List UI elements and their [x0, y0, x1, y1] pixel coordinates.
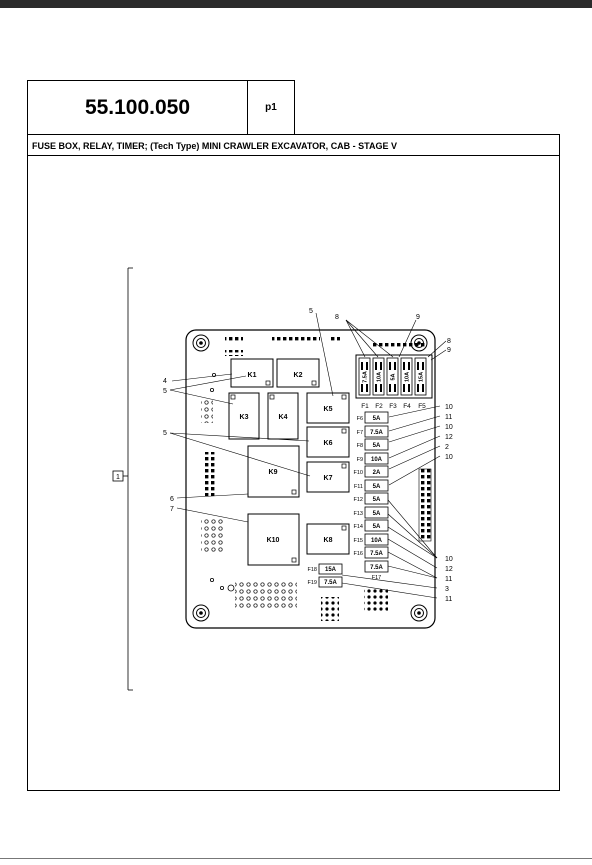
fuse-f17-rating: 7.5A — [370, 565, 383, 571]
relay-k2: K2 — [276, 358, 320, 388]
fuse-f10-rating: 2A — [373, 470, 381, 476]
fuse-f11-label: F11 — [354, 484, 363, 490]
callout-right-4: 12 — [445, 434, 453, 441]
relay-k9: K9 — [247, 445, 300, 498]
fuse-f5-rating: 15A — [419, 372, 425, 382]
callout-right-11: 11 — [445, 596, 452, 603]
svg-text:K2: K2 — [294, 372, 303, 379]
fuse-f4-label: F4 — [403, 403, 411, 410]
relay-k5: K5 — [306, 392, 350, 424]
relay-k1: K1 — [230, 358, 274, 388]
svg-text:K6: K6 — [324, 440, 333, 447]
item-marker-label: 1 — [116, 474, 120, 481]
fuse-f6-rating: 5A — [373, 416, 381, 422]
fuse-f8-label: F8 — [357, 443, 363, 449]
svg-text:K4: K4 — [279, 414, 288, 421]
callout-9-top: 9 — [416, 314, 420, 321]
fuse-f14-rating: 5A — [373, 524, 381, 530]
diagram-frame — [27, 155, 560, 791]
fuse-f2-rating: 10A — [377, 372, 383, 382]
svg-text:K1: K1 — [248, 372, 257, 379]
fuse-f1-label: F1 — [361, 403, 369, 410]
fuse-f11-rating: 5A — [373, 484, 381, 490]
fuse-f19-rating: 7.5A — [324, 580, 337, 586]
callout-right-10: 3 — [445, 586, 449, 593]
callout-right-6: 10 — [445, 454, 453, 461]
fuse-f13-label: F13 — [354, 511, 363, 517]
callout-9-right: 9 — [447, 347, 451, 354]
fuse-f7-rating: 7.5A — [370, 430, 383, 436]
callout-right-2: 11 — [445, 414, 452, 421]
callout-5-left-b: 5 — [163, 430, 167, 437]
callout-right-9: 11 — [445, 576, 452, 583]
fuse-f9-rating: 10A — [371, 457, 383, 463]
fuse-f3-label: F3 — [389, 403, 397, 410]
fuse-f12-rating: 5A — [373, 497, 381, 503]
callout-6: 6 — [170, 496, 174, 503]
svg-text:K5: K5 — [324, 406, 333, 413]
relay-k4: K4 — [267, 392, 299, 440]
relay-k3: K3 — [228, 392, 260, 440]
fuse-f19-label: F19 — [308, 580, 317, 586]
fuse-f18-label: F18 — [308, 567, 317, 573]
fuse-f3-rating: 5A — [391, 373, 397, 380]
relay-k6: K6 — [306, 426, 350, 458]
fuse-f7-label: F7 — [357, 430, 363, 436]
callout-right-1: 10 — [445, 404, 453, 411]
fuse-f15-rating: 10A — [371, 538, 383, 544]
svg-text:K8: K8 — [324, 537, 333, 544]
fuse-f16-label: F16 — [354, 551, 363, 557]
leader-lines — [169, 312, 447, 599]
fuse-f9-label: F9 — [357, 457, 363, 463]
callout-8-top: 8 — [335, 314, 339, 321]
fuse-f15-label: F15 — [354, 538, 363, 544]
callout-right-5: 2 — [445, 444, 449, 451]
callout-4: 4 — [163, 378, 167, 385]
fuse-f18-rating: 15A — [325, 567, 337, 573]
fuse-f13-rating: 5A — [373, 511, 381, 517]
board-vias — [201, 335, 432, 621]
callout-8-right: 8 — [447, 338, 451, 345]
callout-5-left-a: 5 — [163, 388, 167, 395]
fuse-block-top — [355, 354, 433, 399]
callout-5-top: 5 — [309, 308, 313, 315]
fuse-f12-label: F12 — [354, 497, 363, 503]
relay-k7: K7 — [306, 461, 350, 493]
fuse-column — [318, 411, 389, 588]
svg-text:K7: K7 — [324, 475, 333, 482]
svg-text:K9: K9 — [269, 469, 278, 476]
fuse-f16-rating: 7.5A — [370, 551, 383, 557]
fuse-f2-label: F2 — [375, 403, 383, 410]
item-bracket: 1 — [112, 267, 133, 691]
fuse-f10-label: F10 — [354, 470, 363, 476]
svg-text:K3: K3 — [240, 414, 249, 421]
relay-k8: K8 — [306, 523, 350, 555]
svg-text:K10: K10 — [267, 537, 280, 544]
fuse-f1-rating: 7.5A — [363, 371, 369, 383]
relay-corner-marks — [230, 380, 347, 563]
fuse-f8-rating: 5A — [373, 443, 381, 449]
fuse-f5-label: F5 — [418, 403, 426, 410]
callout-right-3: 10 — [445, 424, 453, 431]
callout-right-7: 10 — [445, 556, 453, 563]
bottom-rule — [0, 858, 592, 859]
relay-k10: K10 — [247, 513, 300, 566]
callout-right-8: 12 — [445, 566, 453, 573]
top-bar — [0, 0, 592, 8]
fuse-f4-rating: 10A — [405, 372, 411, 382]
fuse-f14-label: F14 — [354, 524, 363, 530]
fuse-f6-label: F6 — [357, 416, 363, 422]
callout-7: 7 — [170, 506, 174, 513]
fuse-f17-label: F17 — [372, 575, 381, 581]
